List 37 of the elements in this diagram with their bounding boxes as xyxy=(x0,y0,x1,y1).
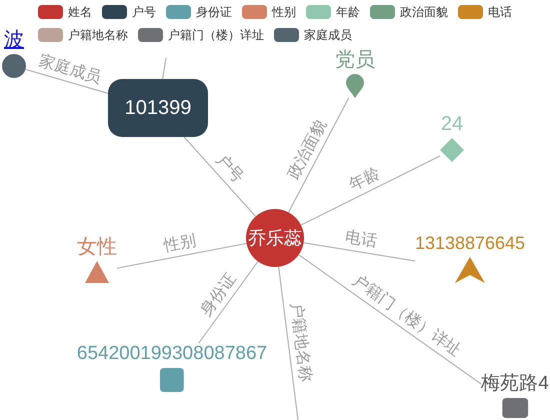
edge-label: 户籍门（楼）详址 xyxy=(348,272,464,360)
edge-label: 户籍地名称 xyxy=(286,301,314,383)
edge-label: 性别 xyxy=(162,232,197,256)
connector-line xyxy=(198,260,258,344)
legend-label: 户籍门（楼）详址 xyxy=(168,28,264,42)
node-label: 13138876645 xyxy=(414,232,526,254)
legend-label: 家庭成员 xyxy=(304,28,352,42)
edge-label: 户号 xyxy=(211,150,246,187)
connector-line xyxy=(162,58,166,80)
legend-label: 电话 xyxy=(488,5,512,19)
node-box: 101399 xyxy=(108,79,208,137)
edge-label: 家庭成员 xyxy=(37,52,104,88)
node-label: 波 xyxy=(4,29,24,51)
legend-label: 年龄 xyxy=(336,5,360,19)
connector-line xyxy=(303,242,416,262)
connector-line xyxy=(300,155,440,226)
edge-label: 政治面貌 xyxy=(285,117,331,182)
node-label: 党员 xyxy=(335,49,375,71)
connector-line xyxy=(278,266,298,420)
legend-label: 户籍地名称 xyxy=(68,28,128,42)
edge-label: 身份证 xyxy=(197,270,240,320)
connector-line xyxy=(288,98,350,213)
legend-label: 姓名 xyxy=(68,5,92,19)
connector-line xyxy=(298,254,482,385)
connector-line xyxy=(26,69,108,94)
node-label: 24 xyxy=(440,113,464,135)
node-label: 女性 xyxy=(77,236,117,258)
legend-label: 身份证 xyxy=(196,5,232,19)
node-label: 654200199308087867 xyxy=(76,343,268,365)
legend-label: 户号 xyxy=(132,5,156,19)
legend-label: 性别 xyxy=(272,5,296,19)
connector-line xyxy=(116,242,248,269)
edge-label: 年龄 xyxy=(346,164,384,195)
edge-label: 电话 xyxy=(344,228,378,252)
node-label: 梅苑路4 xyxy=(481,373,549,395)
connector-line xyxy=(184,136,256,217)
legend-label: 政治面貌 xyxy=(400,5,448,19)
